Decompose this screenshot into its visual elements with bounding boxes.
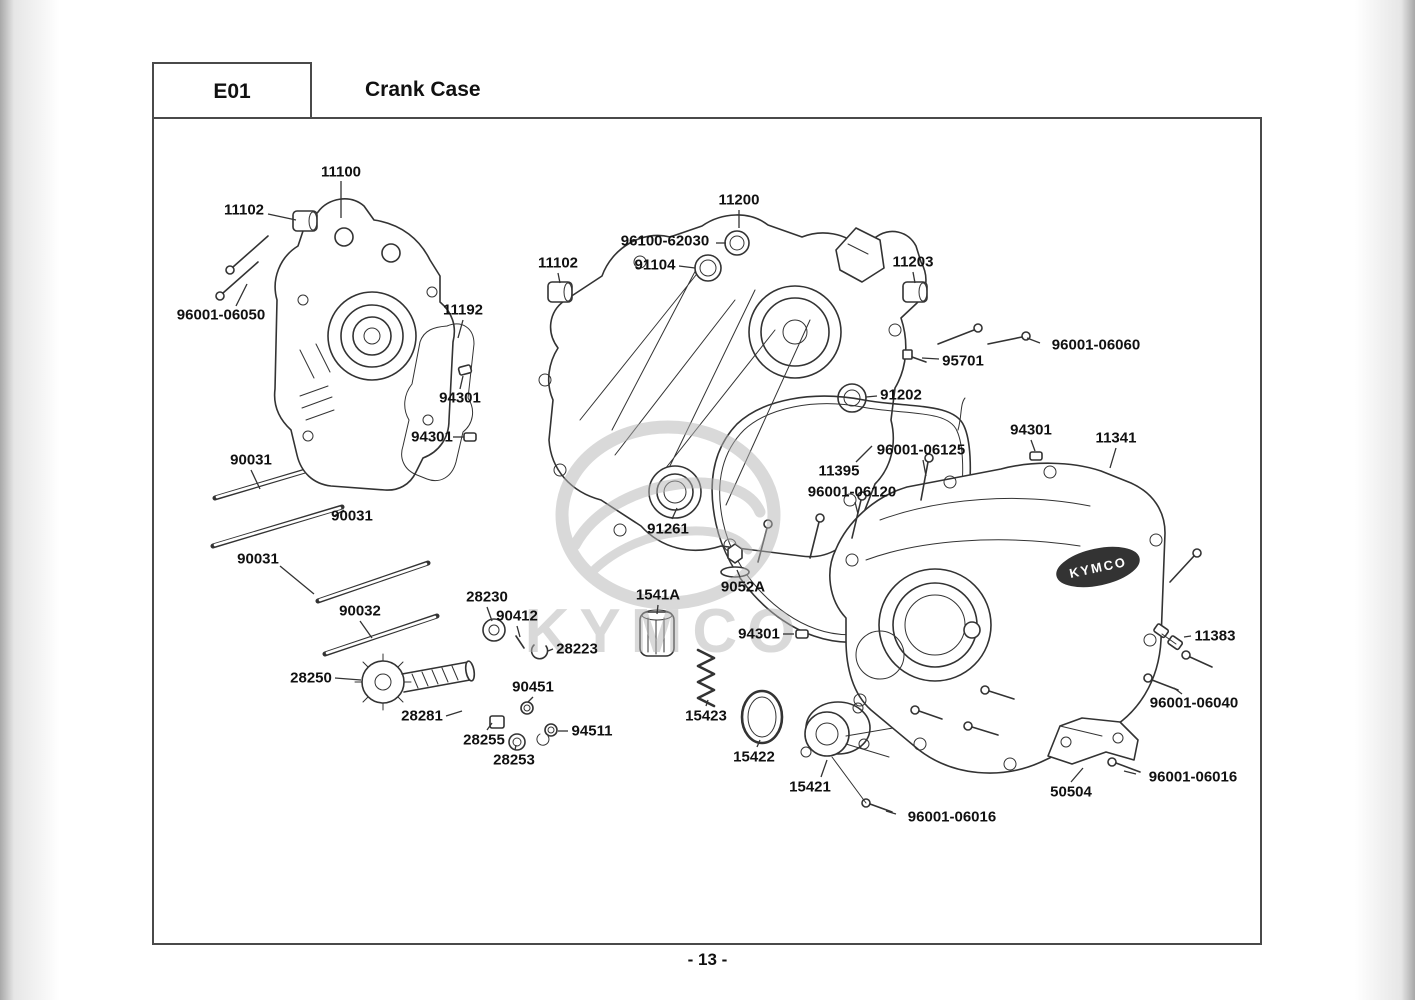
diagram-code: E01 [213, 79, 251, 103]
page-number: - 13 - [687, 950, 728, 969]
diagram-code-box: E01 [152, 62, 312, 121]
diagram-frame [152, 117, 1262, 945]
page-title: Crank Case [365, 77, 481, 101]
